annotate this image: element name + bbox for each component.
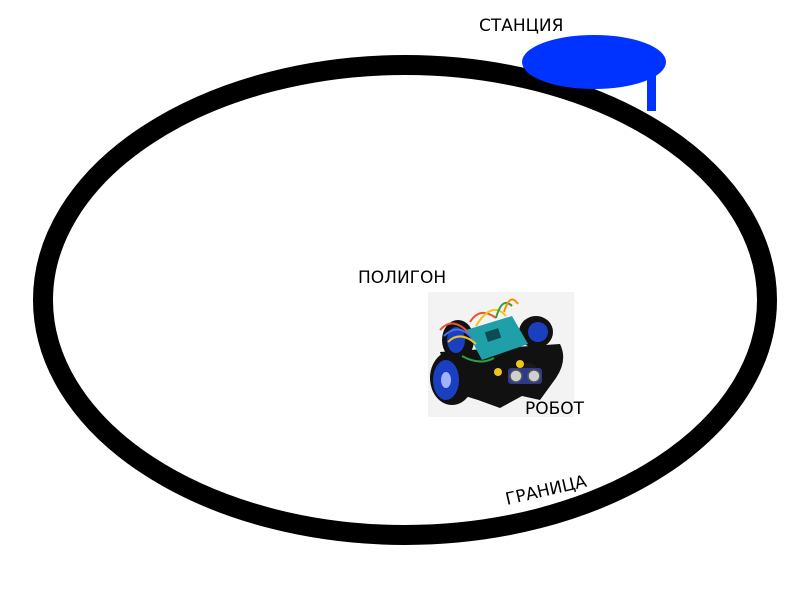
robot-rim-rear-right	[447, 327, 465, 353]
polygon-label: ПОЛИГОН	[358, 268, 446, 288]
robot-lamp-left	[494, 368, 502, 376]
robot-hub-rear-left	[441, 372, 451, 388]
station-leg	[647, 70, 656, 111]
robot-rim-front-right	[528, 322, 548, 342]
station-table-icon	[522, 35, 666, 111]
boundary-ellipse	[33, 55, 777, 545]
robot-lamp-right	[516, 360, 524, 368]
robot-car-icon	[428, 292, 574, 417]
robot-chip	[484, 328, 502, 342]
robot-label: РОБОТ	[525, 399, 585, 419]
station-top	[522, 35, 666, 89]
station-label: СТАНЦИЯ	[479, 16, 563, 36]
robot-wires	[439, 298, 519, 363]
robot-ultrasonic-sensor	[508, 368, 542, 384]
